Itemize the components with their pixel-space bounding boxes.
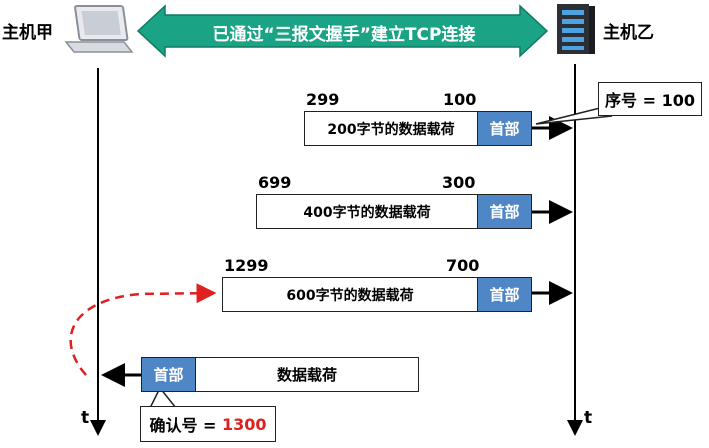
segment-1-right-num: 100 — [443, 90, 477, 109]
ack-callout-label: 确认号 = — [149, 416, 223, 435]
segment-1-left-num: 299 — [306, 90, 340, 109]
ack-segment-payload: 数据载荷 — [276, 366, 337, 384]
banner-text: 已通过“三报文握手”建立TCP连接 — [212, 25, 476, 45]
segment-3-right-num: 700 — [446, 256, 480, 275]
banner-arrow — [136, 4, 549, 58]
segment-2-right-num: 300 — [442, 173, 476, 192]
dashed-curve — [69, 283, 217, 376]
segment-1-box: 200字节的数据载荷 首部 — [304, 111, 532, 146]
segment-1-payload: 200字节的数据载荷 — [327, 121, 455, 138]
ack-segment-header: 首部 — [142, 358, 196, 391]
segment-1-header: 首部 — [477, 112, 531, 145]
segment-3-header: 首部 — [477, 278, 531, 311]
host-left-label: 主机甲 — [2, 23, 53, 43]
segment-2-header: 首部 — [477, 195, 531, 228]
ack-callout-value: 1300 — [222, 414, 267, 434]
laptop-icon — [64, 5, 134, 53]
time-label-left: t — [81, 408, 90, 428]
host-right-label: 主机乙 — [603, 23, 654, 43]
segment-3-box: 600字节的数据载荷 首部 — [222, 277, 532, 312]
ack-segment-box: 首部 数据载荷 — [141, 357, 419, 392]
time-label-right: t — [584, 408, 593, 428]
server-icon — [557, 4, 595, 54]
segment-3-payload: 600字节的数据载荷 — [286, 287, 414, 304]
segment-3-left-num: 1299 — [224, 256, 269, 275]
segment-2-left-num: 699 — [258, 173, 292, 192]
segment-2-box: 400字节的数据载荷 首部 — [256, 194, 532, 229]
seq-callout-pointer — [535, 107, 613, 125]
ack-callout: 确认号 = 1300 — [140, 406, 276, 442]
segment-2-payload: 400字节的数据载荷 — [303, 204, 431, 221]
seq-callout: 序号 = 100 — [598, 82, 702, 116]
